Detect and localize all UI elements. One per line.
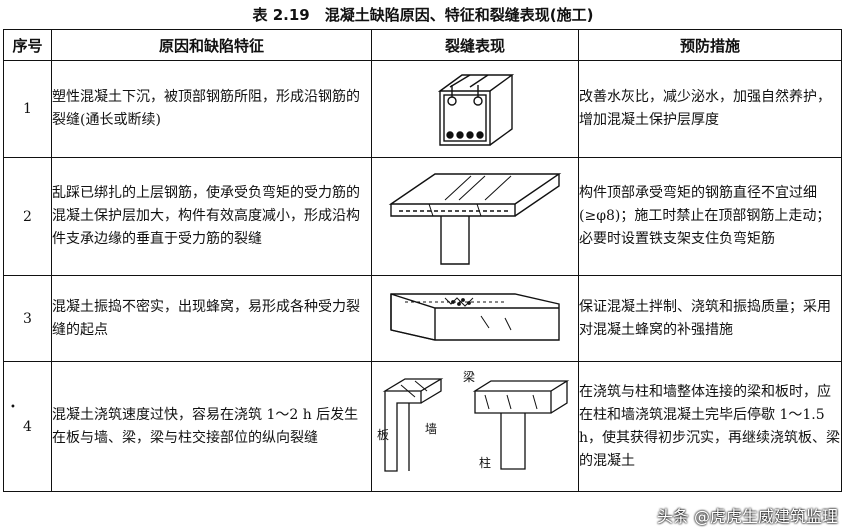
beam-section-crack-icon (437, 74, 515, 146)
row-number: 3 (3, 275, 52, 362)
cause-text: 混凝土振捣不密实，出现蜂窝，易形成各种受力裂缝的起点 (51, 275, 372, 362)
watermark: 头条 @虎虎生威建筑监理 (656, 507, 838, 526)
beam-label: 梁 (463, 369, 475, 384)
prevention-text: 保证混凝土拌制、浇筑和振捣质量；采用对混凝土蜂窝的补强措施 (578, 275, 842, 362)
crack-figure (371, 275, 579, 362)
crack-figure (371, 157, 579, 276)
wall-label: 墙 (425, 422, 437, 436)
defect-table: 序号 原因和缺陷特征 裂缝表现 预防措施 1 塑性混凝土下沉，被顶部钢筋所阻，形… (3, 29, 842, 492)
row-number: 2 (3, 157, 52, 276)
cause-text: 乱踩已绑扎的上层钢筋，使承受负弯矩的受力筋的混凝土保护层加大，构件有效高度减小，… (51, 157, 372, 276)
joint-crack-icon: 板 墙 梁 柱 (377, 369, 570, 472)
table-row: 4 混凝土浇筑速度过快，容易在浇筑 1～2 h 后发生在板与墙、梁，梁与柱交接部… (3, 361, 842, 492)
crack-figure: 板 墙 梁 柱 (371, 361, 579, 492)
t-slab-crack-icon (388, 173, 562, 265)
header-num: 序号 (3, 29, 52, 61)
table-row: 3 混凝土振捣不密实，出现蜂窝，易形成各种受力裂缝的起点 保证混凝土拌制、浇筑和… (3, 275, 842, 362)
crack-figure (371, 60, 579, 158)
table-row: 2 乱踩已绑扎的上层钢筋，使承受负弯矩的受力筋的混凝土保护层加大，构件有效高度减… (3, 157, 842, 276)
row-number: 4 (3, 361, 52, 492)
cause-text: 混凝土浇筑速度过快，容易在浇筑 1～2 h 后发生在板与墙、梁，梁与柱交接部位的… (51, 361, 372, 492)
cause-text: 塑性混凝土下沉，被顶部钢筋所阻，形成沿钢筋的裂缝(通长或断续) (51, 60, 372, 158)
prevention-text: 在浇筑与柱和墙整体连接的梁和板时，应在柱和墙浇筑混凝土完毕后停歇 1～1.5 h… (578, 361, 842, 492)
prevention-text: 构件顶部承受弯矩的钢筋直径不宜过细(≥φ8)；施工时禁止在顶部钢筋上走动；必要时… (578, 157, 842, 276)
header-prevention: 预防措施 (578, 29, 842, 61)
honeycomb-slab-icon (390, 292, 560, 341)
header-cause: 原因和缺陷特征 (51, 29, 372, 61)
row-number: 1 (3, 60, 52, 158)
header-crack: 裂缝表现 (371, 29, 579, 61)
table-title: 表 2.19 混凝土缺陷原因、特征和裂缝表现(施工) (252, 6, 594, 24)
header-row: 序号 原因和缺陷特征 裂缝表现 预防措施 (3, 29, 842, 61)
prevention-text: 改善水灰比，减少泌水，加强自然养护，增加混凝土保护层厚度 (578, 60, 842, 158)
column-label: 柱 (479, 455, 491, 470)
table-row: 1 塑性混凝土下沉，被顶部钢筋所阻，形成沿钢筋的裂缝(通长或断续) 改善水灰比，… (3, 60, 842, 158)
slab-label: 板 (377, 428, 389, 442)
